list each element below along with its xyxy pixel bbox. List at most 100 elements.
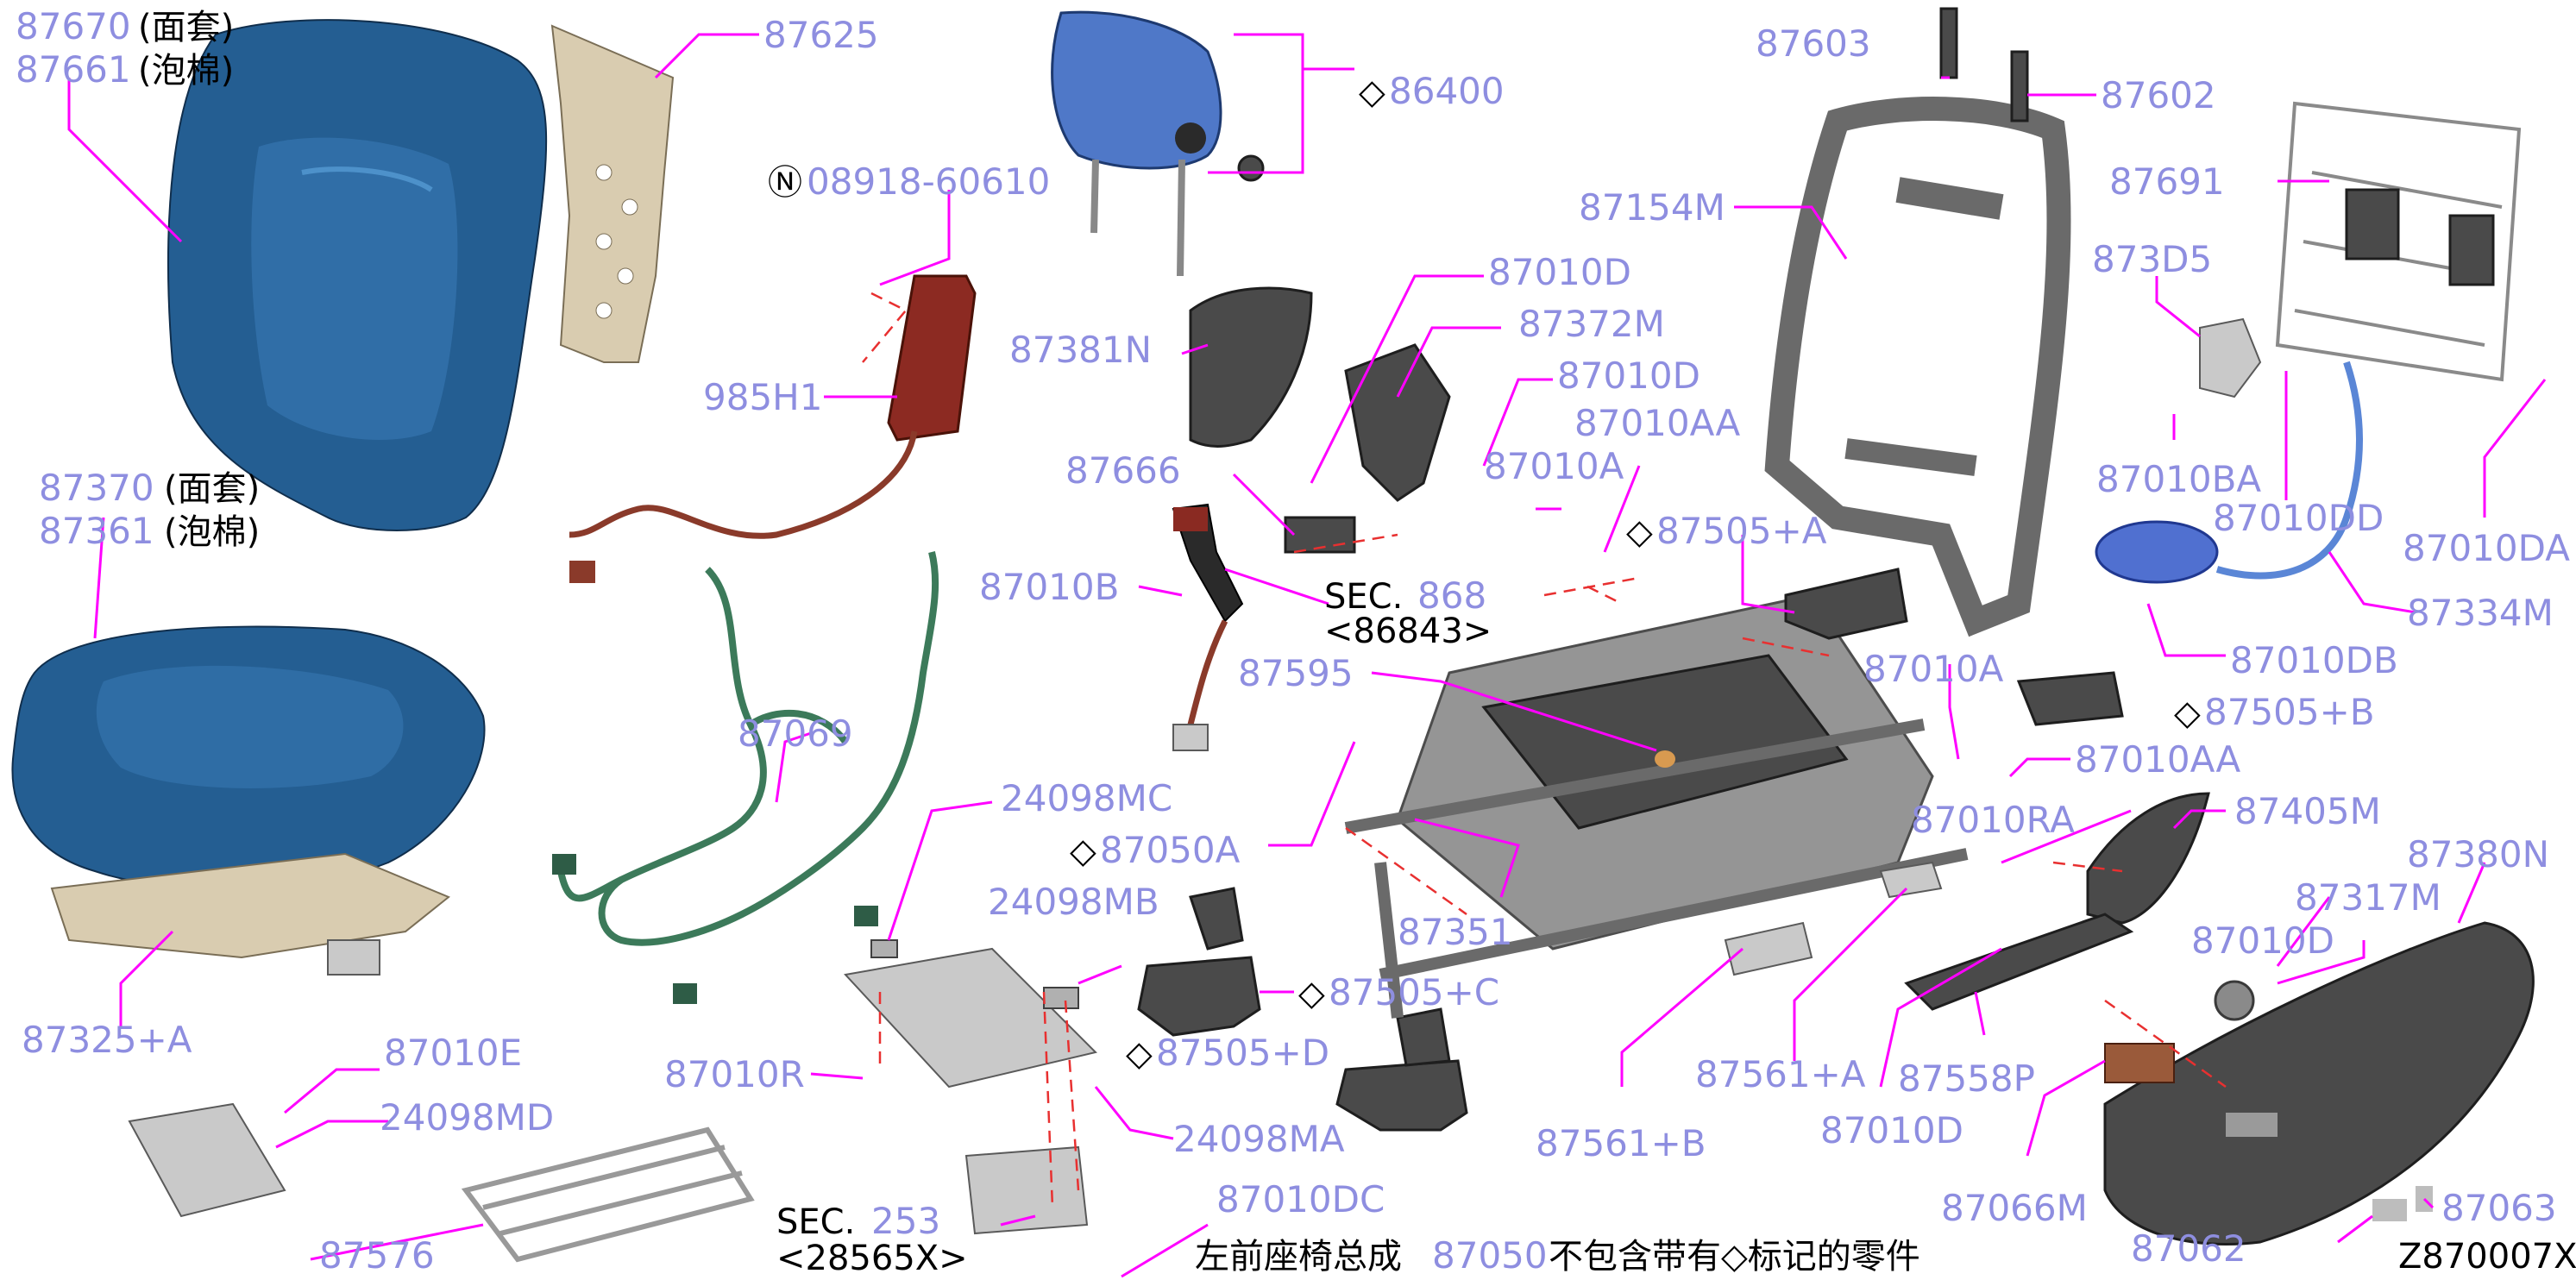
switch-bracket <box>1904 913 2134 1011</box>
seat-springs <box>461 1126 755 1263</box>
label-87063: 87063 <box>2441 1187 2557 1229</box>
headrest <box>1051 10 1265 277</box>
label-87010DA: 87010DA <box>2403 527 2570 569</box>
label-87351: 87351 <box>1398 911 1513 953</box>
seat-pan-pad <box>50 852 450 976</box>
label-87361: 87361 <box>39 510 154 552</box>
label-87010D-1: 87010D <box>1488 251 1631 293</box>
label-86400: 86400 <box>1389 70 1505 112</box>
note-87661: (泡棉) <box>138 51 234 91</box>
label-87062: 87062 <box>2131 1227 2246 1270</box>
seat-frame-base <box>1344 593 1969 1019</box>
assembly-hidden-lines <box>862 292 2227 1208</box>
headrest-guides <box>1939 7 2029 122</box>
sec868-prefix: SEC. <box>1324 577 1403 617</box>
label-87010AA-2: 87010AA <box>2075 738 2241 781</box>
track-cover-front <box>1137 887 1261 1037</box>
adjust-motor <box>2095 361 2363 584</box>
leader-lines <box>67 33 2547 1278</box>
diamond-87505D: ◇ <box>1126 1034 1153 1074</box>
footer-number: 87050 <box>1432 1234 1548 1277</box>
note-87361: (泡棉) <box>164 512 260 552</box>
label-87334M: 87334M <box>2407 592 2554 634</box>
part-labels: 87670 (面套) 87661 (泡棉) 87625 ◇ 86400 Ⓝ 08… <box>16 5 2570 1278</box>
label-87576: 87576 <box>319 1234 435 1277</box>
footer-suffix: 不包含带有◇标记的零件 <box>1549 1237 1920 1277</box>
seat-cushion <box>11 625 486 891</box>
label-87505B: 87505+B <box>2204 691 2375 733</box>
label-87066M: 87066M <box>1941 1187 2088 1229</box>
label-87561A: 87561+A <box>1695 1053 1866 1095</box>
label-87010DD: 87010DD <box>2213 497 2384 539</box>
diamond-87505A: ◇ <box>1626 512 1653 552</box>
label-87010AA-1: 87010AA <box>1574 402 1741 444</box>
label-87505A: 87505+A <box>1656 510 1827 552</box>
airbag-harness <box>569 430 918 583</box>
sec253-number: 253 <box>871 1200 940 1242</box>
small-knobs <box>2372 1186 2433 1221</box>
label-87010D-2: 87010D <box>1557 355 1700 397</box>
label-87558P: 87558P <box>1898 1057 2035 1100</box>
label-87010RA: 87010RA <box>1911 799 2075 841</box>
footer-note: 左前座椅总成 87050 不包含带有◇标记的零件 <box>1195 1234 1920 1277</box>
label-87670: 87670 <box>16 5 131 47</box>
circled-n-08918: Ⓝ <box>768 163 802 203</box>
label-87317M: 87317M <box>2295 876 2441 919</box>
backrest-back-panel <box>550 24 675 363</box>
label-87380N: 87380N <box>2407 833 2549 875</box>
seat-belt-buckle <box>1172 503 1244 751</box>
label-87010D-3: 87010D <box>1820 1109 1963 1151</box>
sec253-prefix: SEC. <box>776 1202 855 1242</box>
note-87670: (面套) <box>138 8 234 47</box>
side-trim-outer <box>2103 921 2535 1245</box>
diamond-86400: ◇ <box>1359 72 1385 112</box>
label-87010D-4: 87010D <box>2191 919 2334 962</box>
label-87561B: 87561+B <box>1536 1122 1706 1164</box>
label-24098MD: 24098MD <box>380 1096 554 1139</box>
diamond-87505C: ◇ <box>1298 974 1325 1013</box>
side-airbag <box>887 274 977 442</box>
label-87010DC: 87010DC <box>1216 1178 1385 1220</box>
label-87154M: 87154M <box>1579 186 1725 229</box>
label-87661: 87661 <box>16 48 131 91</box>
label-87010A-2: 87010A <box>1863 648 2004 690</box>
label-87010B: 87010B <box>979 566 1119 608</box>
label-87372M: 87372M <box>1518 303 1665 345</box>
backrest-frame <box>1764 97 2071 637</box>
label-87505C: 87505+C <box>1329 971 1499 1013</box>
label-24098MA: 24098MA <box>1173 1118 1345 1160</box>
footer-prefix: 左前座椅总成 <box>1195 1237 1402 1277</box>
label-87010BA: 87010BA <box>2096 458 2261 500</box>
knob <box>2214 980 2255 1021</box>
label-87603: 87603 <box>1756 22 1871 65</box>
label-87010R: 87010R <box>664 1053 805 1095</box>
label-87666: 87666 <box>1065 449 1181 492</box>
rail-brackets <box>1724 861 1943 976</box>
label-87595: 87595 <box>1238 652 1354 694</box>
diamond-87050A: ◇ <box>1070 831 1096 871</box>
track-cover-rear <box>1335 1007 1468 1132</box>
side-cover-a <box>1784 568 1908 640</box>
label-24098MB: 24098MB <box>988 881 1159 923</box>
main-wire-harness <box>552 551 939 1004</box>
seat-switch <box>2104 1043 2175 1083</box>
note-87370: (面套) <box>164 469 260 509</box>
label-08918-60610: 08918-60610 <box>807 160 1050 203</box>
sec868-sub: <86843> <box>1324 612 1492 651</box>
occupant-sensor-mat <box>128 1102 286 1218</box>
label-87325A: 87325+A <box>22 1019 192 1061</box>
label-873D5: 873D5 <box>2092 238 2212 280</box>
side-cover-b <box>2016 671 2124 726</box>
label-87691: 87691 <box>2109 160 2225 203</box>
motor-unit <box>2199 317 2262 398</box>
sec253-sub: <28565X> <box>776 1239 968 1278</box>
lumbar-support <box>2275 101 2522 382</box>
label-87010A-1: 87010A <box>1484 445 1624 487</box>
label-985H1: 985H1 <box>703 376 822 418</box>
label-87050A: 87050A <box>1100 829 1241 871</box>
label-87505D: 87505+D <box>1156 1032 1329 1074</box>
drawing-code: Z870007X <box>2398 1237 2576 1277</box>
control-unit-bracket <box>844 947 1097 1235</box>
adjuster-bracket <box>1284 516 1356 554</box>
